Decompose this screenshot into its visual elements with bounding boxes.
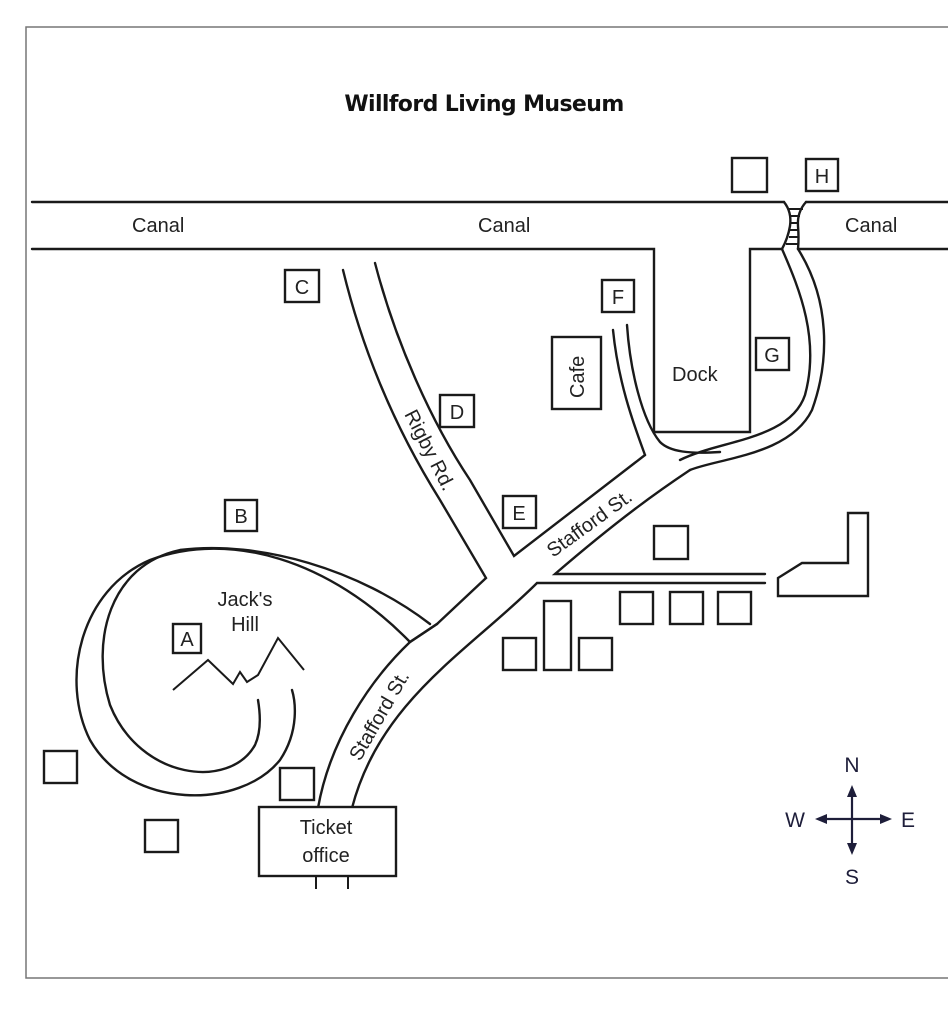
- ticket-office-box: [257, 805, 398, 878]
- canal-label-center: Canal: [478, 215, 530, 237]
- dock-path: [678, 247, 826, 472]
- marker-b[interactable]: B: [223, 498, 259, 533]
- ticket-office: Ticket office: [257, 805, 398, 889]
- building: [501, 636, 538, 672]
- building: [730, 156, 769, 194]
- building: [143, 818, 180, 854]
- mountain-icon: [172, 636, 305, 691]
- marker-h-label: H: [815, 166, 829, 188]
- marker-a[interactable]: A: [171, 622, 203, 655]
- marker-f[interactable]: F: [600, 278, 636, 314]
- f-path-west: [611, 328, 647, 457]
- f-path: [611, 323, 722, 457]
- arrow-east-icon: [880, 814, 892, 824]
- rigby-road: Rigby Rd.: [341, 261, 647, 626]
- cafe-label: Cafe: [567, 356, 589, 398]
- marker-c[interactable]: C: [283, 268, 321, 304]
- marker-b-label: B: [234, 506, 247, 528]
- marker-g-label: G: [764, 345, 780, 367]
- canal-bridge: [780, 200, 808, 251]
- compass-north-label: N: [844, 754, 859, 777]
- rigby-road-east-edge: [373, 261, 647, 558]
- dock-label: Dock: [672, 364, 719, 386]
- building: [577, 636, 614, 672]
- building: [542, 599, 573, 672]
- building: [278, 766, 316, 802]
- stafford-lower-west-edge: [316, 622, 439, 810]
- arrow-south-icon: [847, 843, 857, 855]
- canal-label-west: Canal: [132, 215, 184, 237]
- marker-a-label: A: [180, 629, 194, 651]
- map-title: Willford Living Museum: [344, 92, 623, 117]
- compass-west-label: W: [785, 809, 805, 832]
- stafford-lower-east-edge: [350, 581, 767, 810]
- marker-d-label: D: [450, 402, 464, 424]
- ticket-office-label-line1: Ticket: [300, 817, 353, 839]
- jacks-hill-label-line1: Jack's: [218, 589, 273, 611]
- loop-junction: [408, 622, 439, 644]
- rigby-road-west-edge: [341, 268, 488, 626]
- unlabeled-buildings: [42, 156, 870, 854]
- compass-south-label: S: [845, 866, 859, 889]
- arrow-west-icon: [815, 814, 827, 824]
- bridge-west-rail: [780, 200, 792, 251]
- loop-road-outer: [75, 547, 412, 797]
- dock-path-inner: [678, 247, 812, 462]
- marker-g[interactable]: G: [754, 336, 791, 372]
- dock-path-outer: [688, 247, 826, 472]
- canal: Canal Canal Canal: [30, 200, 948, 434]
- compass-rose: N S W E: [785, 754, 915, 889]
- stafford-lower-label: Stafford St.: [345, 667, 414, 764]
- marker-c-label: C: [295, 277, 309, 299]
- cafe-building: Cafe: [550, 335, 603, 411]
- loop-road-inner: [101, 546, 432, 774]
- stafford-upper-south-edge: [551, 468, 767, 576]
- marker-h[interactable]: H: [804, 157, 840, 193]
- building: [652, 524, 690, 561]
- marker-e-label: E: [512, 503, 525, 525]
- map-frame: [25, 26, 948, 979]
- building: [618, 590, 655, 626]
- marker-e[interactable]: E: [501, 494, 538, 530]
- building: [42, 749, 79, 785]
- marker-f-label: F: [612, 287, 624, 309]
- canal-label-east: Canal: [845, 215, 897, 237]
- jacks-hill: Jack's Hill: [172, 589, 305, 691]
- arrow-north-icon: [847, 785, 857, 797]
- f-path-east: [625, 323, 722, 454]
- l-shaped-building: [776, 511, 870, 598]
- jacks-hill-label-line2: Hill: [231, 614, 259, 636]
- building: [668, 590, 705, 626]
- jacks-hill-loop: [75, 546, 439, 797]
- cafe-box: [550, 335, 603, 411]
- building: [716, 590, 753, 626]
- marker-d[interactable]: D: [438, 393, 476, 429]
- compass-east-label: E: [901, 809, 915, 832]
- ticket-office-label-line2: office: [302, 845, 349, 867]
- canal-bottom-bank-and-dock: [30, 247, 784, 434]
